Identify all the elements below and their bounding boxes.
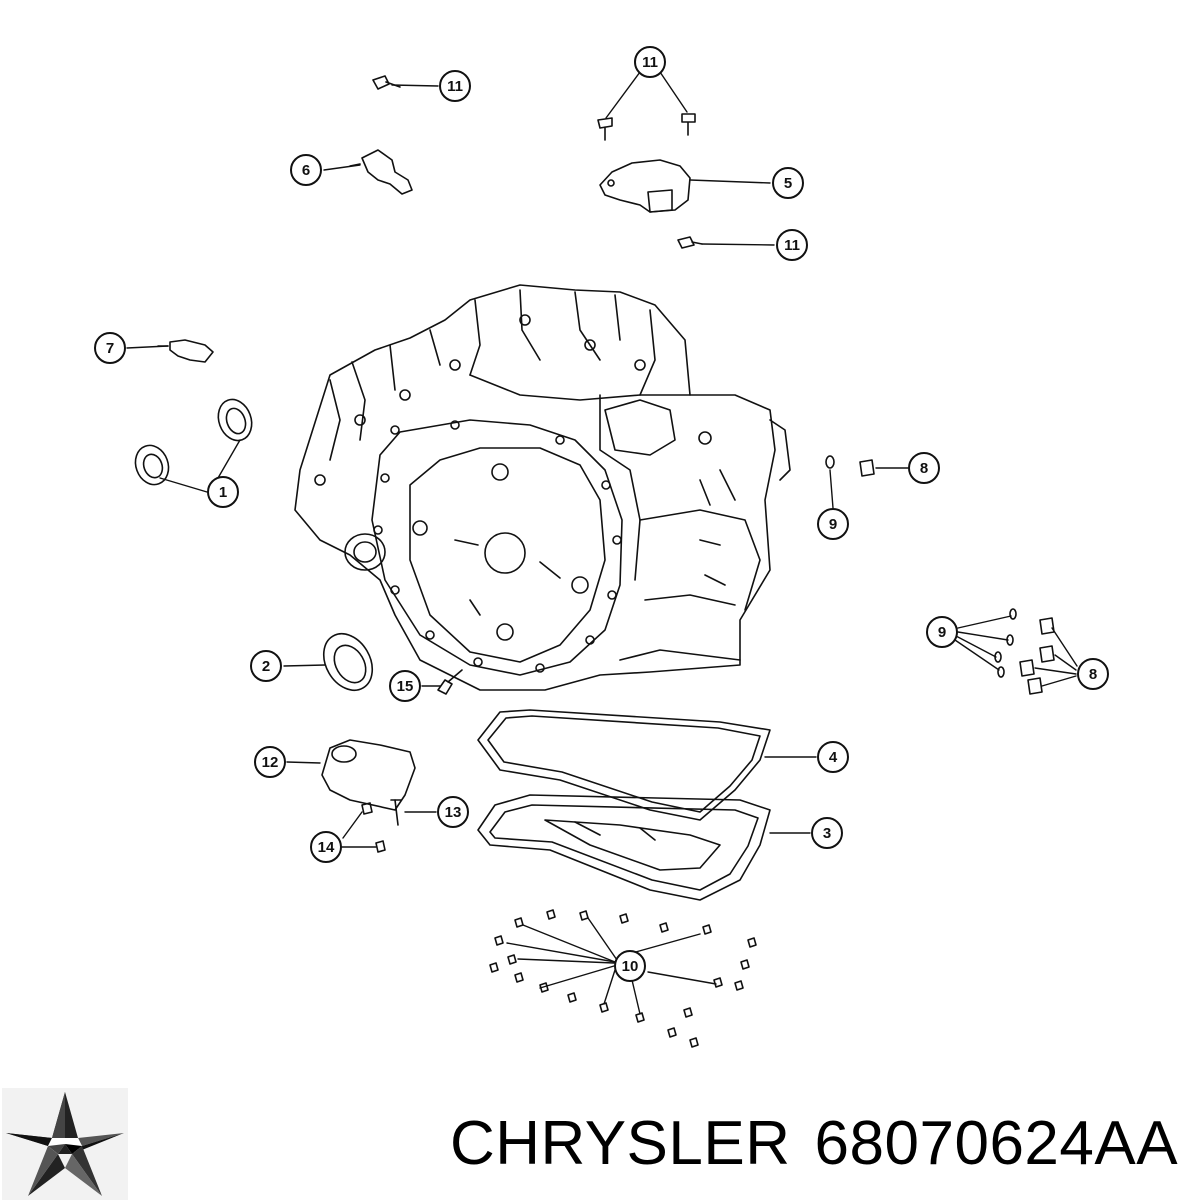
fitting-8-single bbox=[859, 459, 875, 477]
svg-text:11: 11 bbox=[447, 78, 463, 95]
callout-1: 1 bbox=[207, 476, 239, 508]
gasket-4 bbox=[477, 709, 771, 821]
callout-7: 7 bbox=[94, 332, 126, 364]
seal-1-lower bbox=[134, 444, 170, 486]
callout-6: 6 bbox=[290, 154, 322, 186]
bolt-11-middle bbox=[677, 236, 703, 249]
callout-8-single: 8 bbox=[908, 452, 940, 484]
svg-text:11: 11 bbox=[642, 54, 658, 71]
seal-2 bbox=[322, 632, 374, 692]
callout-4: 4 bbox=[817, 741, 849, 773]
bolt-11-top-left bbox=[372, 75, 401, 90]
callout-10: 10 bbox=[614, 950, 646, 982]
svg-text:9: 9 bbox=[938, 624, 946, 641]
svg-text:11: 11 bbox=[784, 237, 800, 254]
sensor-6 bbox=[349, 149, 413, 195]
part-number: 68070624AA bbox=[814, 1109, 1179, 1178]
bolt-11-top-pair-right bbox=[681, 113, 696, 136]
svg-text:9: 9 bbox=[829, 516, 837, 533]
brand-part-caption: CHRYSLER 68070624AA bbox=[450, 1108, 1178, 1179]
oil-pan-3 bbox=[477, 794, 771, 901]
bolt-15 bbox=[437, 669, 463, 695]
pan-bolts-10 bbox=[489, 909, 757, 1048]
fittings-8-group bbox=[1019, 617, 1055, 695]
svg-text:10: 10 bbox=[622, 958, 639, 975]
callout-8-group: 8 bbox=[1077, 658, 1109, 690]
screw-14-upper bbox=[361, 802, 373, 815]
callout-5: 5 bbox=[772, 167, 804, 199]
sensor-7 bbox=[157, 339, 214, 363]
svg-text:15: 15 bbox=[397, 678, 414, 695]
washers-9-group bbox=[994, 608, 1017, 678]
svg-text:3: 3 bbox=[823, 825, 831, 842]
callout-14: 14 bbox=[310, 831, 342, 863]
bolt-11-top-pair-left bbox=[597, 117, 613, 141]
callout-3: 3 bbox=[811, 817, 843, 849]
svg-text:5: 5 bbox=[784, 175, 792, 192]
callout-11-middle: 11 bbox=[776, 229, 808, 261]
callout-9-single: 9 bbox=[817, 508, 849, 540]
screw-14-lower bbox=[375, 840, 386, 853]
svg-text:2: 2 bbox=[262, 658, 270, 675]
svg-text:8: 8 bbox=[920, 460, 928, 477]
leader-lines bbox=[126, 71, 1078, 1015]
callouts: 11 11 6 5 11 7 1 8 9 9 8 bbox=[94, 46, 1109, 982]
bolt-13 bbox=[390, 799, 402, 826]
svg-text:13: 13 bbox=[445, 804, 462, 821]
callout-2: 2 bbox=[250, 650, 282, 682]
svg-text:8: 8 bbox=[1089, 666, 1097, 683]
filter-12 bbox=[321, 739, 416, 811]
callout-15: 15 bbox=[389, 670, 421, 702]
washer-9-single bbox=[825, 455, 835, 469]
callout-12: 12 bbox=[254, 746, 286, 778]
callout-11-top-pair: 11 bbox=[634, 46, 666, 78]
callout-9-group: 9 bbox=[926, 616, 958, 648]
svg-text:1: 1 bbox=[219, 484, 227, 501]
svg-text:12: 12 bbox=[262, 754, 279, 771]
svg-text:6: 6 bbox=[302, 162, 310, 179]
svg-text:4: 4 bbox=[829, 749, 838, 766]
svg-text:7: 7 bbox=[106, 340, 114, 357]
chrysler-pentastar-icon bbox=[2, 1088, 128, 1200]
brand-name: CHRYSLER bbox=[450, 1109, 791, 1178]
callout-13: 13 bbox=[437, 796, 469, 828]
svg-text:14: 14 bbox=[318, 839, 335, 856]
range-switch-5 bbox=[599, 159, 691, 213]
callout-11-top-left: 11 bbox=[439, 70, 471, 102]
seal-1-upper bbox=[217, 398, 253, 442]
transmission-housing bbox=[294, 284, 791, 691]
